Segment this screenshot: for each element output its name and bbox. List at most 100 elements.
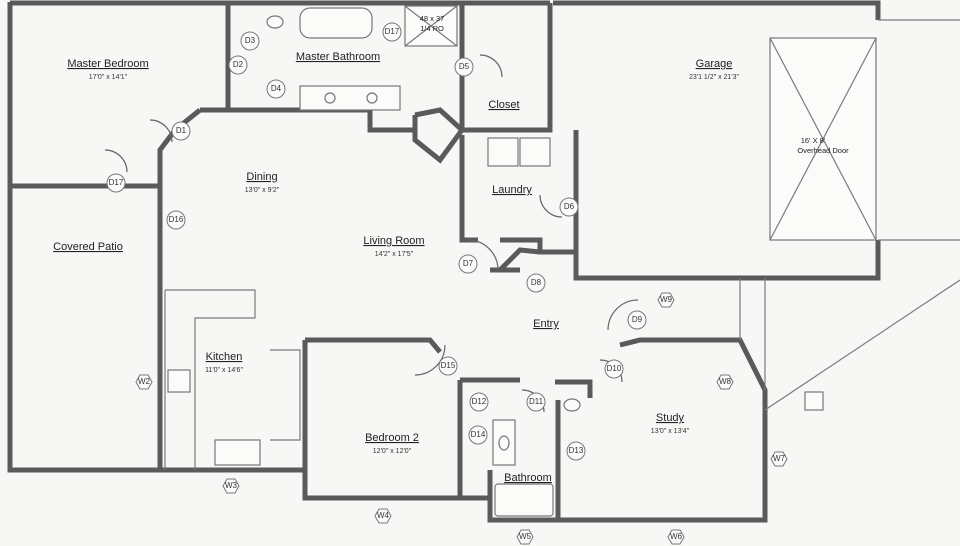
bathroom-east-wall [555, 379, 593, 398]
window-tag-w6: W6 [667, 529, 685, 545]
vanity-master [299, 85, 401, 111]
laundry-label: Laundry [492, 184, 532, 196]
window-tag-w3: W3 [222, 478, 240, 494]
dining-label: Dining [246, 171, 277, 183]
svg-text:D2: D2 [233, 60, 244, 69]
door-tag-d7: D7 [458, 254, 478, 274]
window-tag-w8: W8 [716, 374, 734, 390]
toilet-hall [563, 398, 581, 412]
door-tag-d12: D12 [469, 392, 489, 412]
svg-text:W6: W6 [670, 532, 683, 541]
door-tag-d13: D13 [566, 441, 586, 461]
door-tags: D1 D2 D3 D4 D5 D17 D17 D16 D6 D7 D8 D9 D… [106, 22, 647, 461]
door-swing-d7 [467, 239, 499, 271]
laundry-south-wall [500, 237, 576, 255]
svg-text:D8: D8 [531, 278, 542, 287]
svg-text:D12: D12 [472, 397, 487, 406]
study-dims: 13'0" x 13'4" [651, 428, 690, 435]
entry-label: Entry [533, 318, 559, 330]
bedroom2-north-wall [305, 337, 442, 354]
svg-text:D11: D11 [529, 397, 544, 406]
svg-text:W2: W2 [138, 377, 151, 386]
svg-text:D1: D1 [176, 126, 187, 135]
door-tag-d5: D5 [454, 57, 474, 77]
bedroom2-west-south-wall [302, 340, 490, 501]
shower-diag-2 [404, 5, 458, 47]
door-tag-d9: D9 [627, 310, 647, 330]
shower-ro-note: 1/4 RO [420, 24, 444, 33]
svg-text:D3: D3 [245, 36, 256, 45]
overhead-door-size: 16' X 8' [801, 136, 826, 145]
window-tag-w9: W9 [657, 292, 675, 308]
shower-size-note: 48 x 37 [420, 14, 445, 23]
svg-text:W8: W8 [719, 377, 732, 386]
master-bedroom-wall [7, 2, 160, 189]
dining-dims: 13'0" x 9'2" [245, 187, 280, 194]
sink-master-2 [366, 92, 378, 104]
toilet-master [266, 15, 284, 29]
door-swing-d15 [414, 344, 446, 376]
dining-angle-wall [157, 108, 202, 186]
bathroom-south-wall [487, 470, 560, 523]
kitchen-dims: 11'0" x 14'6" [205, 367, 243, 374]
svg-text:D16: D16 [169, 215, 184, 224]
door-tag-d2: D2 [228, 55, 248, 75]
entry-angle-wall [498, 247, 541, 272]
master-bath-west-wall [200, 3, 231, 113]
bathtub-master [299, 7, 373, 39]
window-tags: W2 W3 W4 W5 W6 W7 W8 W9 [135, 292, 788, 545]
kitchen-counter [165, 289, 256, 470]
dryer [519, 137, 551, 167]
kitchen-island [270, 349, 301, 441]
sink-master-1 [324, 92, 336, 104]
door-tag-d1: D1 [171, 121, 191, 141]
door-swing-d17 [104, 149, 128, 173]
svg-text:W4: W4 [377, 511, 390, 520]
covered-patio-label: Covered Patio [53, 241, 123, 253]
kitchen-sink [214, 439, 261, 466]
svg-text:D10: D10 [607, 364, 622, 373]
door-tag-d15: D15 [438, 356, 458, 376]
svg-text:D5: D5 [459, 62, 470, 71]
bedroom-2-label: Bedroom 2 [365, 432, 419, 444]
door-swings [104, 54, 639, 413]
master-bedroom-dims: 17'0" x 14'1" [89, 74, 128, 81]
study-label: Study [656, 412, 685, 424]
utility-box [804, 391, 824, 411]
svg-text:D17: D17 [385, 27, 400, 36]
svg-text:D13: D13 [569, 446, 584, 455]
door-tag-d4: D4 [266, 79, 286, 99]
kitchen-label: Kitchen [206, 351, 243, 363]
door-tag-d17-top: D17 [382, 22, 402, 42]
garage-dims: 23'1 1/2" x 21'3" [689, 74, 740, 81]
window-tag-w4: W4 [374, 508, 392, 524]
living-room-dims: 14'2" x 17'5" [375, 251, 414, 258]
walls [7, 0, 960, 523]
washer [487, 137, 519, 167]
closet-east-wall [462, 3, 553, 133]
svg-text:W3: W3 [225, 481, 238, 490]
door-tag-d16: D16 [166, 210, 186, 230]
door-tag-d8: D8 [526, 273, 546, 293]
master-bathroom-label: Master Bathroom [296, 51, 380, 63]
svg-text:D6: D6 [564, 202, 575, 211]
patio-outline [7, 186, 160, 473]
garage-top-wall [553, 0, 881, 20]
overhead-door-diag-2 [769, 37, 877, 241]
living-room-label: Living Room [363, 235, 424, 247]
bathtub-hall [494, 483, 554, 517]
garage-label: Garage [696, 58, 733, 70]
window-tag-w5: W5 [516, 529, 534, 545]
svg-text:W7: W7 [773, 454, 786, 463]
door-swing-d1 [149, 119, 173, 143]
svg-text:D9: D9 [632, 315, 643, 324]
svg-text:D4: D4 [271, 84, 282, 93]
master-bath-south-wall [230, 107, 415, 133]
svg-text:W5: W5 [519, 532, 532, 541]
door-tag-d14: D14 [468, 425, 488, 445]
master-bedroom-label: Master Bedroom [67, 58, 148, 70]
closet-label: Closet [488, 99, 519, 111]
window-tag-w2: W2 [135, 374, 153, 390]
svg-text:D7: D7 [463, 259, 474, 268]
